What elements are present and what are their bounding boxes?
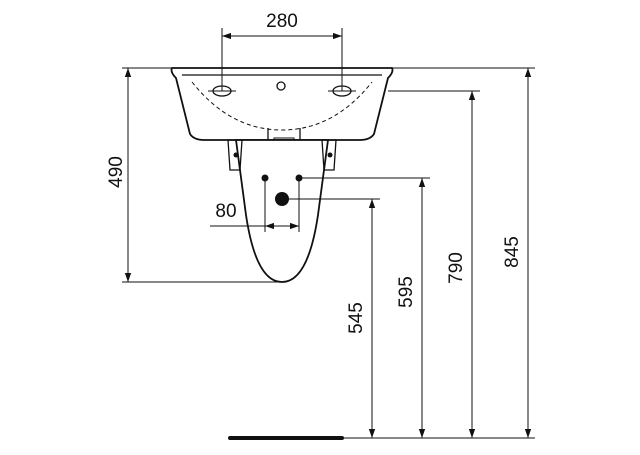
basin-bowl [170, 67, 394, 151]
wall-bracket-right [321, 139, 337, 171]
dimension-supply-height: 595 [299, 177, 430, 439]
dimension-label-490: 490 [106, 156, 127, 188]
dimension-label-280: 280 [266, 11, 298, 32]
dimension-label-80: 80 [215, 201, 236, 222]
dimension-waste-height: 545 [282, 198, 380, 439]
dimension-label-545: 545 [346, 302, 367, 334]
dimension-basin-height: 490 [106, 67, 280, 283]
tap-hole-center [276, 81, 286, 91]
pedestal [234, 139, 330, 283]
wall-bracket-left [227, 139, 243, 171]
dimension-label-595: 595 [396, 276, 417, 308]
dimension-tap-spacing: 280 [221, 11, 343, 91]
dimension-label-790: 790 [446, 252, 467, 284]
dimension-overall-height: 845 [392, 67, 535, 439]
dimension-waste-spacing: 80 [210, 178, 300, 232]
dimension-rim-height: 790 [388, 90, 480, 439]
dimension-label-845: 845 [502, 236, 523, 268]
